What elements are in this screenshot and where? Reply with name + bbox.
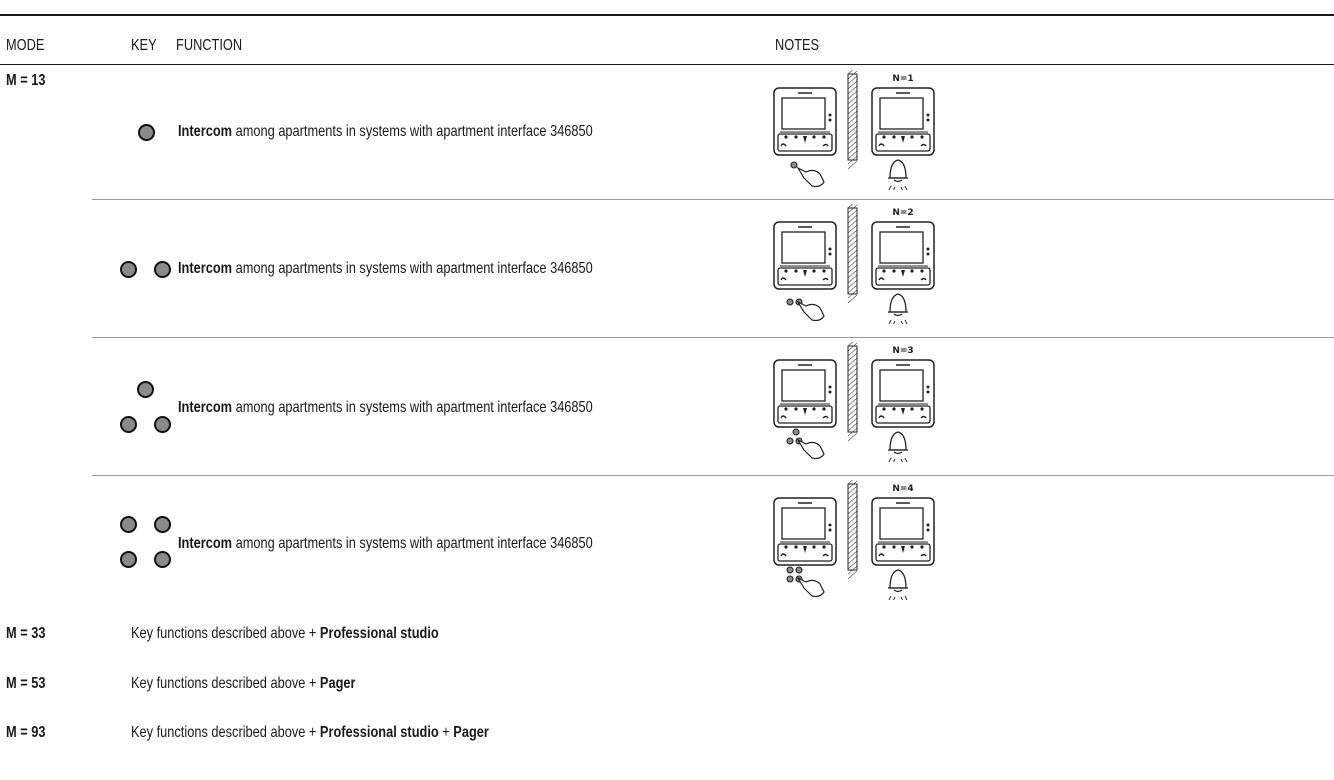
bell-ringing-icon	[888, 431, 908, 462]
column-header-notes: NOTES	[775, 37, 820, 54]
column-header-key: KEY	[131, 37, 157, 54]
function-name: Intercom	[178, 123, 233, 140]
function-text: Intercom among apartments in systems wit…	[178, 534, 696, 554]
key-dot	[154, 261, 171, 278]
wall-partition-icon	[847, 70, 858, 170]
video-handset-icon	[773, 497, 837, 566]
mode-line: M = 93 Key functions described above + P…	[0, 721, 1334, 745]
function-name: Intercom	[178, 399, 233, 416]
column-header-mode: MODE	[6, 37, 45, 54]
function-description: among apartments in systems with apartme…	[232, 123, 593, 140]
function-description: among apartments in systems with apartme…	[232, 260, 593, 277]
wall-partition-icon	[847, 342, 858, 442]
function-description: among apartments in systems with apartme…	[232, 399, 593, 416]
bell-ringing-icon	[888, 293, 908, 324]
wall-partition-icon	[847, 480, 858, 580]
column-header-function: FUNCTION	[176, 37, 243, 54]
hand-pressing-icon	[786, 428, 825, 460]
key-dot	[154, 516, 171, 533]
intercom-diagram: N=2	[773, 204, 935, 324]
row-divider	[92, 475, 1334, 476]
mode-value: M = 13	[6, 72, 46, 89]
video-handset-icon	[871, 87, 935, 156]
video-handset-icon	[871, 359, 935, 428]
table-row: Intercom among apartments in systems wit…	[0, 476, 1334, 614]
extension-number-label: N=1	[892, 74, 913, 84]
extension-number-label: N=2	[892, 208, 913, 218]
key-dot	[120, 516, 137, 533]
function-description: among apartments in systems with apartme…	[232, 535, 593, 552]
video-handset-icon	[773, 359, 837, 428]
key-dot	[138, 124, 155, 141]
function-text: Intercom among apartments in systems wit…	[178, 398, 696, 418]
function-text: Intercom among apartments in systems wit…	[178, 122, 696, 142]
hand-pressing-icon	[786, 566, 825, 598]
video-handset-icon	[773, 87, 837, 156]
mode-description: Key functions described above + Pager	[131, 675, 356, 692]
video-handset-icon	[871, 221, 935, 290]
header-rule	[0, 64, 1334, 65]
wall-partition-icon	[847, 204, 858, 304]
intercom-diagram: N=3	[773, 342, 935, 462]
bell-ringing-icon	[888, 569, 908, 600]
hand-pressing-icon	[786, 298, 825, 322]
function-name: Intercom	[178, 260, 233, 277]
mode-description: Key functions described above + Professi…	[131, 625, 439, 642]
table-row: Intercom among apartments in systems wit…	[0, 338, 1334, 475]
mode-description: Key functions described above + Professi…	[131, 724, 489, 741]
intercom-diagram: N=1	[773, 70, 935, 190]
mode-line: M = 33 Key functions described above + P…	[0, 622, 1334, 646]
key-dot	[154, 416, 171, 433]
table-row: Intercom among apartments in systems wit…	[0, 200, 1334, 337]
key-dot	[120, 416, 137, 433]
mode-value: M = 93	[6, 724, 46, 741]
hand-pressing-icon	[790, 161, 825, 188]
row-divider	[92, 199, 1334, 200]
function-text: Intercom among apartments in systems wit…	[178, 259, 696, 279]
key-dot	[137, 381, 154, 398]
mode-value: M = 33	[6, 625, 46, 642]
extension-number-label: N=4	[892, 484, 913, 494]
key-dot	[154, 551, 171, 568]
bell-ringing-icon	[888, 159, 908, 190]
key-dot	[120, 261, 137, 278]
video-handset-icon	[871, 497, 935, 566]
top-rule	[0, 14, 1334, 16]
extension-number-label: N=3	[892, 346, 913, 356]
video-handset-icon	[773, 221, 837, 290]
table-row: Intercom among apartments in systems wit…	[0, 66, 1334, 199]
function-name: Intercom	[178, 535, 233, 552]
key-dot	[120, 551, 137, 568]
mode-value: M = 53	[6, 675, 46, 692]
intercom-diagram: N=4	[773, 480, 935, 600]
row-divider	[92, 337, 1334, 338]
mode-line: M = 53 Key functions described above + P…	[0, 672, 1334, 696]
